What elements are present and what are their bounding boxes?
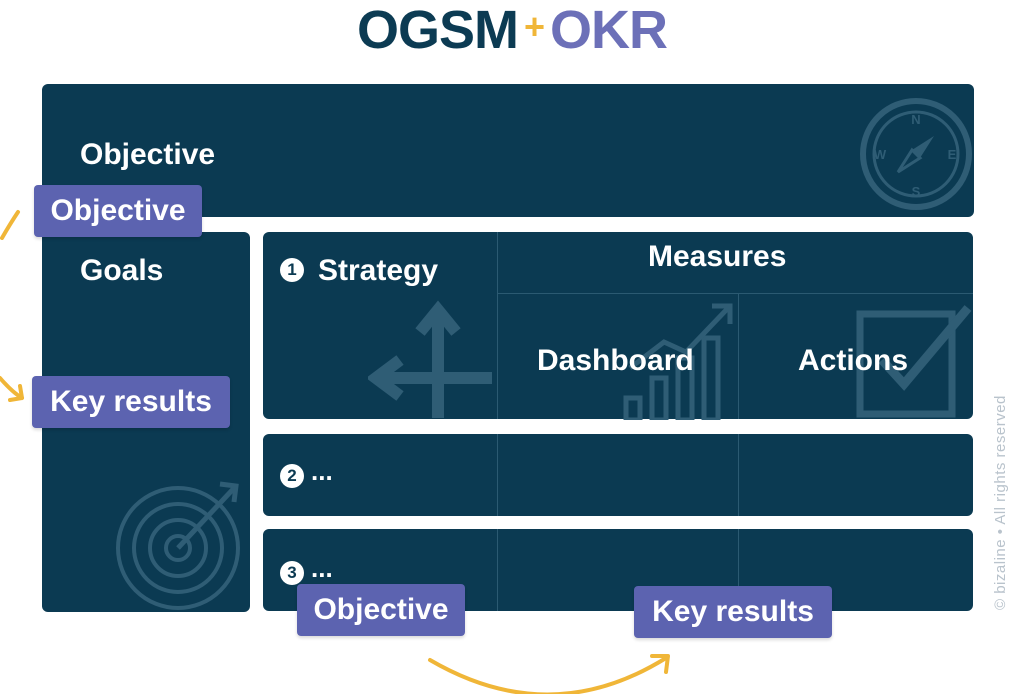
row3-number: 3: [280, 561, 304, 585]
row2-divider-1: [497, 434, 498, 516]
title-plus: +: [523, 6, 545, 47]
compass-s: S: [912, 184, 921, 199]
title-ogsm: OGSM: [356, 0, 519, 60]
title-okr: OKR: [550, 0, 668, 60]
row3-divider-2: [738, 529, 739, 611]
measures-divider: [497, 293, 973, 294]
growth-chart-icon: [623, 303, 733, 420]
dashboard-actions-divider: [738, 293, 739, 419]
okr-key-results-tag-bottom: Key results: [634, 586, 832, 638]
compass-n: N: [911, 112, 920, 127]
dashboard-label: Dashboard: [537, 344, 694, 377]
row2-divider-2: [738, 434, 739, 516]
strategy-divider: [497, 232, 498, 419]
row3-ellipsis: ...: [311, 553, 333, 583]
copyright-text: © bizaline • All rights reserved: [992, 395, 1009, 610]
arrow-bottom-curve: [428, 654, 670, 694]
row2-ellipsis: ...: [311, 456, 333, 486]
objective-label: Objective: [80, 138, 216, 171]
okr-key-results-tag-left: Key results: [32, 376, 230, 428]
checkbox-icon: [856, 305, 972, 418]
page-title: OGSM + OKR: [0, 0, 1024, 60]
strategy-row-2: [263, 434, 973, 516]
compass-e: E: [948, 147, 957, 162]
strategy-number: 1: [280, 258, 304, 282]
target-icon: [116, 481, 240, 610]
goals-label: Goals: [80, 254, 164, 287]
compass-icon: N S E W: [860, 98, 972, 210]
compass-w: W: [874, 147, 887, 162]
row2-number: 2: [280, 464, 304, 488]
strategy-label: Strategy: [318, 254, 439, 287]
crossroads-arrows-icon: [368, 300, 492, 418]
actions-label: Actions: [798, 344, 909, 377]
row3-divider-1: [497, 529, 498, 611]
arrow-left-bottom: [0, 376, 24, 402]
arrow-left-top: [0, 210, 20, 240]
okr-objective-tag-left: Objective: [34, 185, 202, 237]
measures-label: Measures: [648, 240, 787, 273]
okr-objective-tag-bottom: Objective: [297, 584, 465, 636]
